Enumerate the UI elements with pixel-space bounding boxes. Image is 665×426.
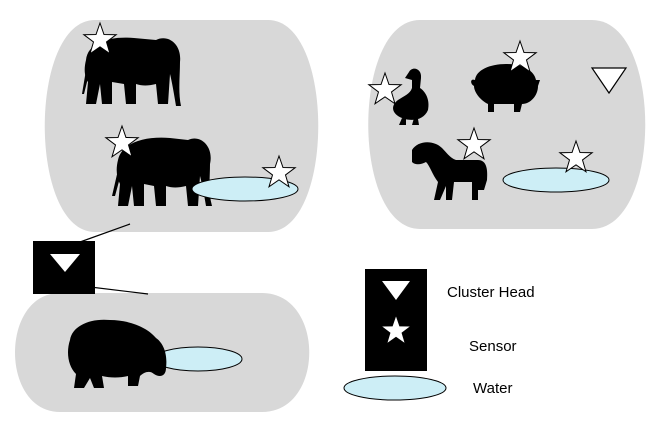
cluster-region	[44, 20, 319, 232]
legend-water-label: Water	[473, 380, 512, 397]
legend-cluster-head-label: Cluster Head	[447, 284, 535, 301]
cluster-head-zoom	[33, 223, 149, 295]
legend-water-icon	[343, 375, 447, 401]
elephant-silhouette	[82, 37, 181, 106]
zoom-connector-line	[79, 223, 131, 243]
legend-cluster-head-triangle-icon	[382, 281, 410, 300]
elephant-silhouette	[112, 137, 212, 206]
cluster-hippo	[15, 293, 310, 412]
pig-silhouette	[471, 64, 540, 112]
cluster-head-triangle-icon	[590, 67, 628, 95]
cluster-farm	[368, 20, 646, 229]
hippo-silhouette	[68, 319, 167, 388]
cluster-elephants	[44, 20, 319, 232]
water-pool	[502, 167, 610, 193]
cluster-region	[368, 20, 646, 229]
legend: Cluster Head Sensor Water	[343, 269, 535, 401]
horse-silhouette	[412, 142, 488, 200]
cluster-head-triangle-icon	[50, 254, 80, 272]
legend-sensor-label: Sensor	[469, 338, 517, 355]
water-pool	[153, 346, 243, 372]
duck-silhouette	[393, 68, 429, 125]
